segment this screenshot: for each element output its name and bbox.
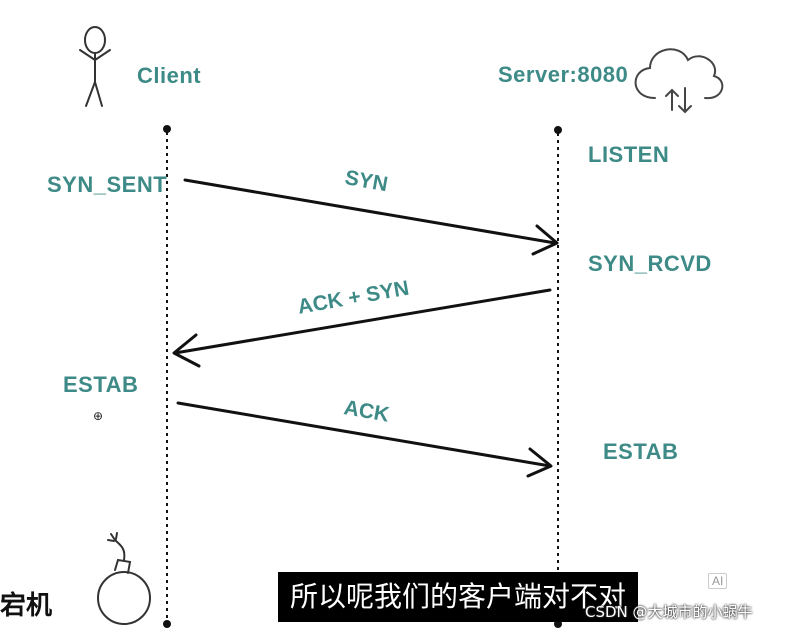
state-syn-sent: SYN_SENT [47, 172, 168, 197]
state-client-estab: ESTAB [63, 372, 139, 397]
server-label: Server:8080 [498, 62, 629, 87]
server-lifeline [554, 126, 562, 628]
state-syn-rcvd: SYN_RCVD [588, 251, 712, 276]
bomb-icon [97, 532, 151, 625]
zoom-in-cursor-icon: ⊕ [93, 409, 104, 423]
ack-syn-arrow [172, 288, 552, 368]
csdn-watermark: CSDN @大城市的小蜗牛 [585, 603, 753, 621]
syn-arrow [183, 178, 559, 256]
client-lifeline [163, 125, 171, 628]
ai-badge: AI [708, 573, 728, 589]
video-subtitle: 所以呢我们的客户端对不对 [278, 572, 639, 622]
client-label: Client [137, 63, 202, 88]
state-server-estab: ESTAB [603, 439, 679, 464]
state-listen: LISTEN [588, 142, 670, 167]
cloud-upload-download-icon [634, 48, 724, 114]
side-caption: 宕机 [0, 591, 53, 621]
ack-arrow [176, 401, 553, 478]
stick-figure-icon [79, 26, 111, 107]
